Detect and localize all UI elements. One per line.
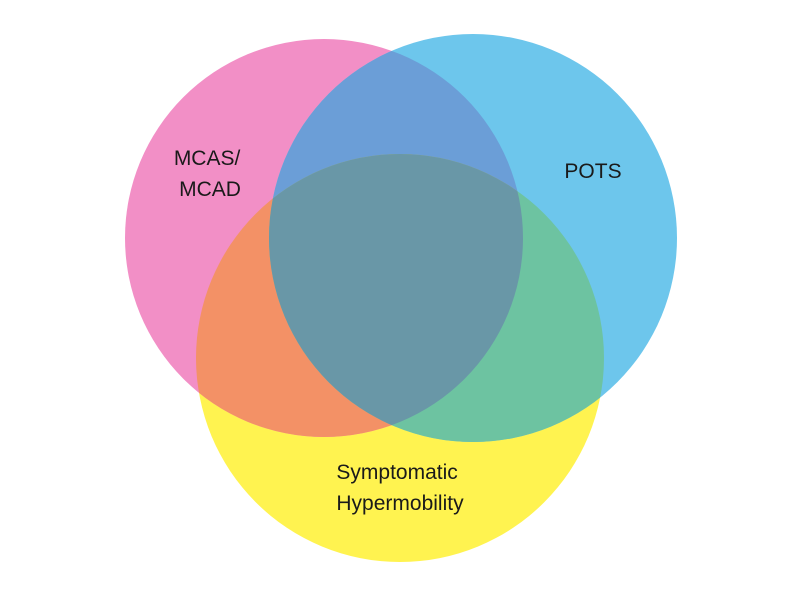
hypermobility-label: Symptomatic Hypermobility <box>336 461 464 515</box>
hypermobility-label-line-2: Hypermobility <box>336 492 464 515</box>
pots-label: POTS <box>564 160 621 183</box>
hypermobility-label-line-1: Symptomatic <box>336 461 457 484</box>
mcas-label-line-1: MCAS/ <box>174 147 241 170</box>
mcas-label: MCAS/ MCAD <box>174 147 246 201</box>
pots-label-line-1: POTS <box>564 160 621 183</box>
all-three-overlap <box>269 154 523 437</box>
mcas-label-line-2: MCAD <box>179 178 241 201</box>
